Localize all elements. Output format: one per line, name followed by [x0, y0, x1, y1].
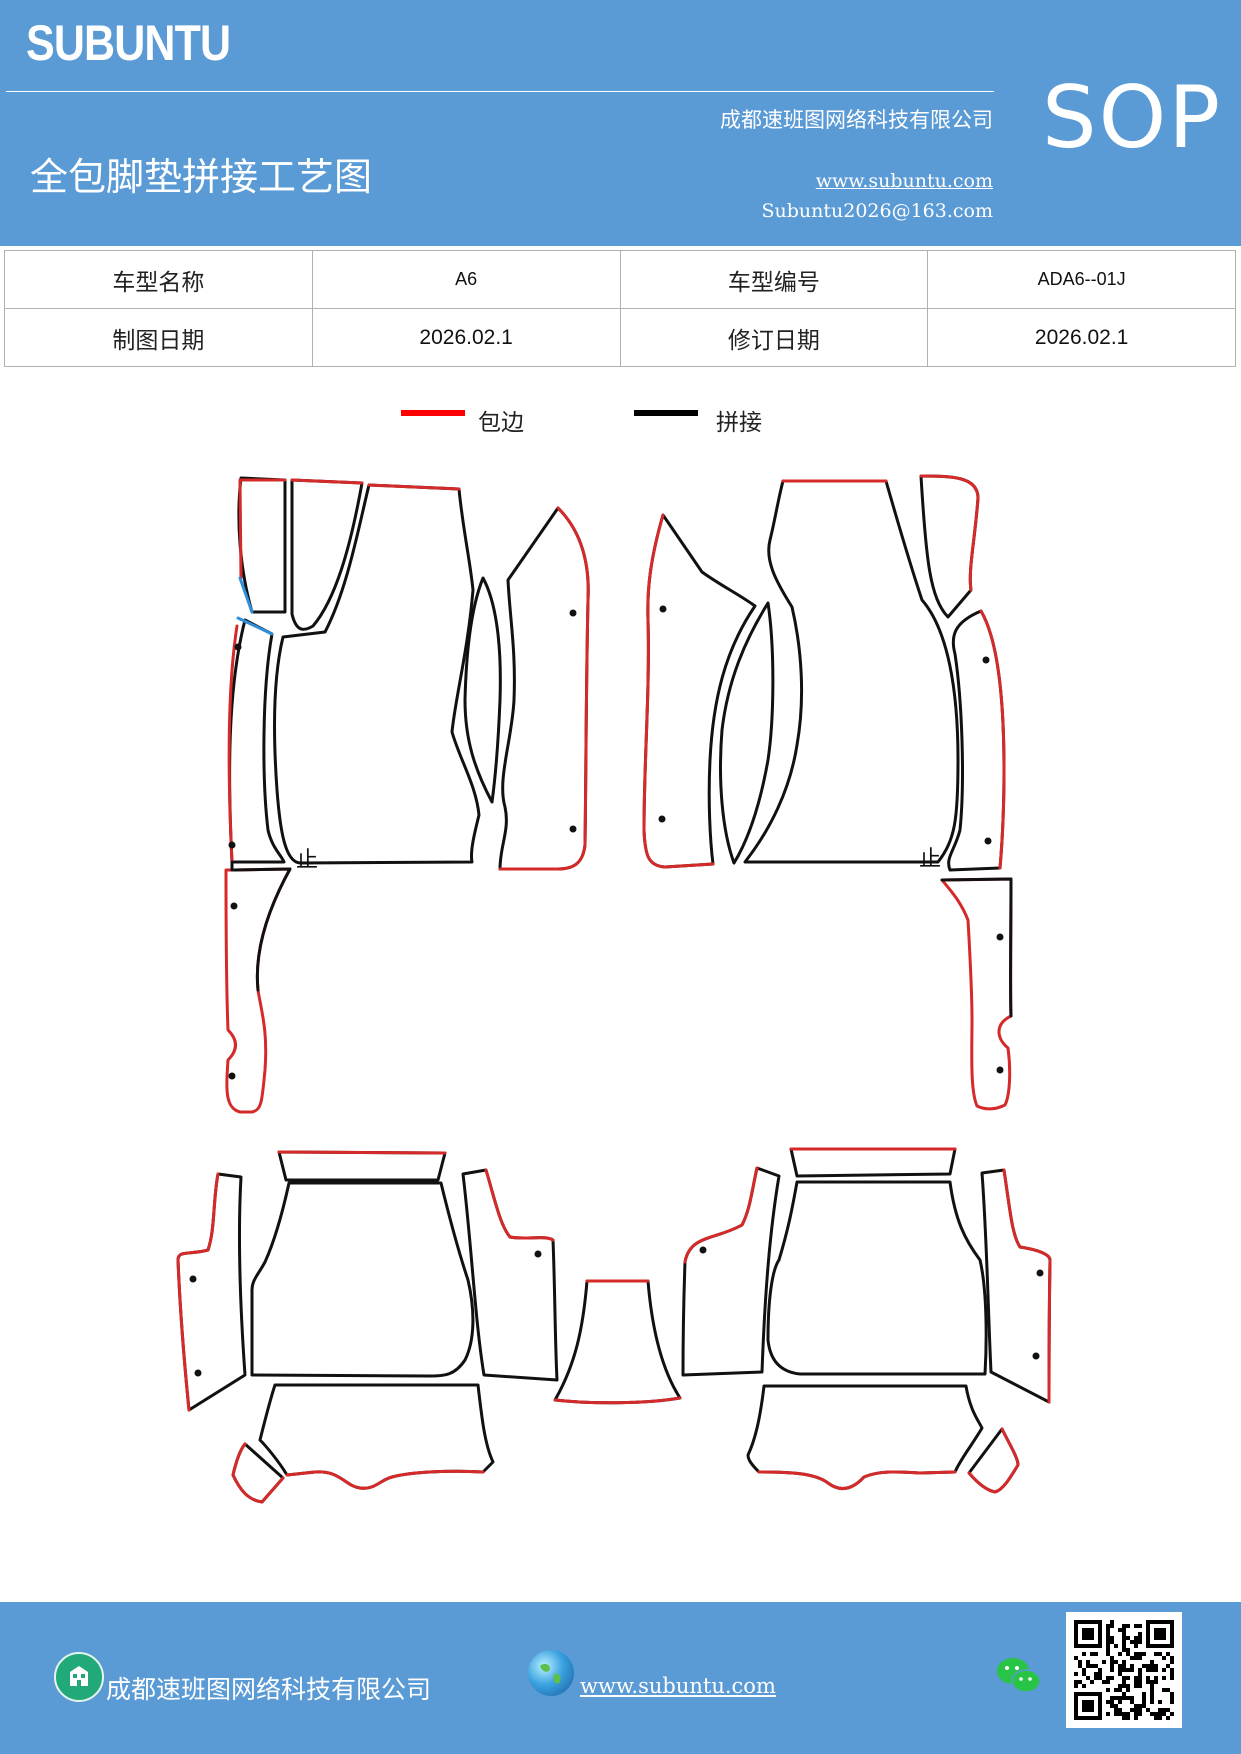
piece-rl-left-strip [176, 1172, 247, 1412]
fixing-point [569, 825, 577, 833]
piece-fr-inner-panel [642, 513, 757, 869]
fixing-point [189, 1275, 197, 1283]
model-code-value: ADA6--01J [927, 250, 1236, 309]
seam-fr-tunnel-strip [940, 877, 1013, 1018]
piece-fr-insert [719, 601, 775, 865]
piece-rl-top-strip [277, 1150, 447, 1182]
footer-banner: 成都速班图网络科技有限公司 www.subuntu.com [0, 1602, 1241, 1754]
edge-rl-left-strip [176, 1172, 220, 1412]
globe-icon [528, 1650, 574, 1696]
front-right-mat-group [642, 474, 1013, 1111]
mat-pattern-diagram: 止 止 [176, 474, 1052, 1504]
legend-label-seam: 拼接 [716, 410, 762, 436]
edge-fl-right-panel [498, 506, 590, 871]
qr-code [1066, 1612, 1182, 1728]
edge-rc-tunnel-bottom [553, 1396, 682, 1405]
model-name-value: A6 [311, 250, 621, 309]
edge-rr-bottom [757, 1470, 957, 1490]
drawing-date-label: 制图日期 [4, 308, 313, 367]
fixing-point [1036, 1269, 1044, 1277]
rear-center-mat-group [553, 1279, 682, 1405]
edge-fr-inner-panel [642, 513, 715, 869]
fixing-point [699, 1246, 707, 1254]
piece-fl-insert [463, 576, 502, 804]
building-icon [54, 1652, 104, 1702]
edge-fl-main [367, 483, 461, 491]
piece-rr-right-strip [980, 1168, 1052, 1404]
stop-marker-right: 止 [919, 847, 941, 872]
edge-fl-curve-strip [290, 478, 364, 485]
edge-rr-corner [967, 1427, 1020, 1494]
table-row: 制图日期 2026.02.1 修订日期 2026.02.1 [4, 308, 1236, 367]
fixing-point [534, 1250, 542, 1258]
fixing-point [569, 609, 577, 617]
edge-rl-right-strip [484, 1168, 555, 1242]
fixing-point [228, 841, 236, 849]
fixing-point [228, 1072, 236, 1080]
legend-swatch-seam [634, 410, 698, 416]
piece-rc-tunnel [553, 1279, 682, 1405]
fixing-points [189, 605, 1044, 1377]
website-link[interactable]: www.subuntu.com [815, 170, 993, 192]
fixing-point [996, 933, 1004, 941]
wechat-icon[interactable] [996, 1656, 1042, 1700]
edge-rl-corner [231, 1442, 285, 1504]
piece-rr-main [766, 1180, 988, 1376]
fixing-point [234, 643, 242, 651]
piece-fl-right-panel [498, 506, 590, 871]
revision-date-label: 修订日期 [619, 308, 929, 367]
header-divider [6, 91, 994, 92]
fixing-point [996, 1066, 1004, 1074]
edge-fr-side-strip [979, 609, 1006, 870]
fixing-point [230, 902, 238, 910]
email-address: Subuntu2026@163.com [761, 200, 993, 222]
front-left-mat-group [224, 476, 590, 1114]
table-row: 车型名称 A6 车型编号 ADA6--01J [4, 250, 1236, 309]
piece-rl-right-strip [461, 1168, 559, 1382]
piece-rl-main [250, 1181, 475, 1378]
info-table: 车型名称 A6 车型编号 ADA6--01J 制图日期 2026.02.1 修订… [4, 250, 1236, 367]
legend-label-edging: 包边 [478, 410, 524, 436]
brand-logo: SUBUNTU [26, 15, 231, 71]
footer-website-link[interactable]: www.subuntu.com [580, 1674, 776, 1698]
piece-fr-top-strip [919, 474, 980, 619]
model-name-label: 车型名称 [4, 250, 313, 309]
rear-right-mat-group [681, 1147, 1052, 1494]
edge-rl-bottom [285, 1469, 485, 1490]
header-banner: SUBUNTU 成都速班图网络科技有限公司 全包脚垫拼接工艺图 www.subu… [0, 0, 1241, 246]
piece-rr-left-strip [681, 1166, 781, 1377]
fixing-point [658, 815, 666, 823]
sop-badge: SOP [1042, 68, 1223, 168]
accent-fl-side-strip [236, 616, 274, 636]
piece-fr-main [743, 479, 960, 864]
revision-date-value: 2026.02.1 [927, 308, 1236, 367]
piece-fl-curve-strip [290, 478, 364, 631]
fixing-point [984, 837, 992, 845]
fixing-point [194, 1369, 202, 1377]
edge-fl-top-strip [238, 478, 287, 580]
edge-fr-top-strip [919, 474, 980, 592]
piece-rr-top-strip [789, 1147, 957, 1178]
edge-rr-left-strip [683, 1166, 759, 1264]
fixing-point [659, 605, 667, 613]
edge-fl-side-strip [227, 624, 239, 864]
edge-fr-tunnel-strip [940, 877, 1013, 1111]
piece-fl-main [273, 483, 481, 865]
stop-marker-left: 止 [296, 848, 318, 873]
drawing-date-value: 2026.02.1 [311, 308, 621, 367]
document-title: 全包脚垫拼接工艺图 [30, 155, 373, 199]
rear-left-mat-group [176, 1150, 559, 1504]
fixing-point [982, 656, 990, 664]
company-name: 成都速班图网络科技有限公司 [720, 108, 993, 132]
legend-swatch-edging [401, 410, 465, 416]
accent-fl-top-strip [238, 576, 254, 614]
seam-fl-tunnel-strip [232, 867, 292, 992]
model-code-label: 车型编号 [619, 250, 929, 309]
footer-company-name: 成都速班图网络科技有限公司 [106, 1675, 432, 1704]
edge-rl-top-strip [277, 1150, 447, 1155]
edge-rr-right-strip [1002, 1168, 1052, 1404]
fixing-point [1032, 1352, 1040, 1360]
